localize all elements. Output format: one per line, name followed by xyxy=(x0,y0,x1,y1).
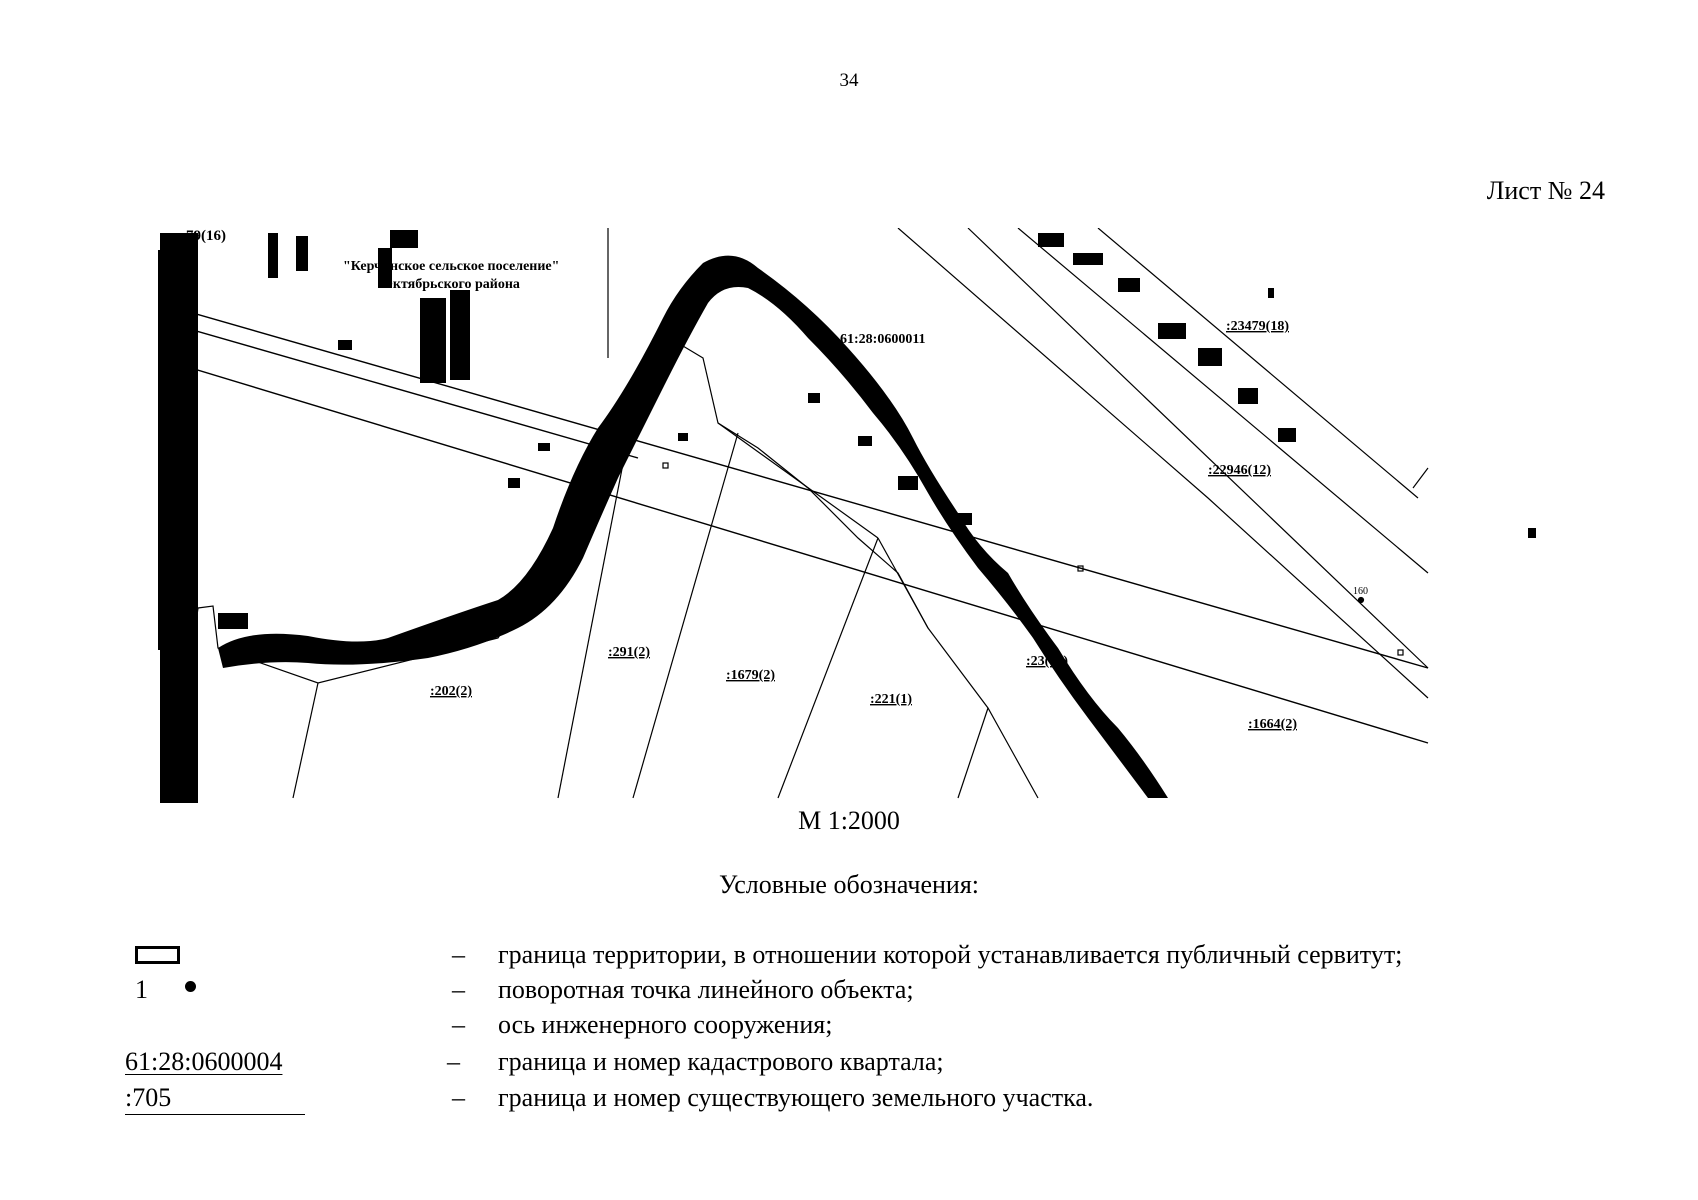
legend-dash: – xyxy=(452,940,465,969)
legend-text: ось инженерного сооружения; xyxy=(498,1010,833,1039)
vegetation-river-bank xyxy=(218,255,1168,799)
legend-dash: – xyxy=(452,1010,465,1039)
legend-text: поворотная точка линейного объекта; xyxy=(498,975,914,1004)
turning-point-160 xyxy=(1357,596,1365,604)
map-scale: М 1:2000 xyxy=(798,806,900,835)
parcel-label-23479-18: :23479(18) xyxy=(1226,319,1289,334)
axis-line-upper xyxy=(158,302,1429,669)
parcel-label-1679-2: :1679(2) xyxy=(726,668,775,683)
page-number: 34 xyxy=(839,70,859,91)
legend-item-land-parcel: :705 – граница и номер существующего зем… xyxy=(0,1083,1698,1117)
parcel-label-22946-12: :22946(12) xyxy=(1208,463,1271,478)
axis-line-lower xyxy=(158,357,1429,744)
legend-dash: – xyxy=(452,1083,465,1112)
parcel-label-1664-2: :1664(2) xyxy=(1248,717,1297,732)
legend-symbol-quarter: 61:28:0600004 xyxy=(125,1047,282,1081)
legend-dash: – xyxy=(452,975,465,1004)
turning-point-label: 160 xyxy=(1353,586,1368,597)
parcel-label-202-2: :202(2) xyxy=(430,684,472,699)
legend-text: граница и номер кадастрового квартала; xyxy=(498,1047,944,1076)
settlement-label-line2: Октябрьского района xyxy=(382,277,520,292)
parcel-label-79-16: 79(16) xyxy=(186,228,226,244)
settlement-label-line1: "Керчинское сельское поселение" xyxy=(343,259,559,274)
parcel-label-23-10: :23(10) xyxy=(1026,654,1068,669)
parcel-boundaries xyxy=(172,228,1429,799)
legend-text: граница и номер существующего земельного… xyxy=(498,1083,1094,1112)
legend-point-number: 1 xyxy=(135,975,148,1004)
turning-points xyxy=(662,462,1404,656)
dot-icon xyxy=(185,981,196,992)
parcel-label-221-1: :221(1) xyxy=(870,692,912,707)
legend-symbol-parcel: :705 xyxy=(125,1083,305,1117)
legend-item-cadastral-quarter: 61:28:0600004 – граница и номер кадастро… xyxy=(0,1047,1698,1081)
quarter-label: 61:28:0600011 xyxy=(840,332,926,347)
legend-dash: – xyxy=(447,1047,460,1076)
vegetation-mask xyxy=(158,230,1536,803)
parcel-boundary-line xyxy=(897,228,1429,699)
legend-title: Условные обозначения: xyxy=(718,870,980,899)
legend-item-engineering-axis: – ось инженерного сооружения; xyxy=(0,1010,1698,1044)
legend-item-servitude-boundary: – граница территории, в отношении которо… xyxy=(0,940,1698,974)
legend-quarter-number: 61:28:0600004 xyxy=(125,1047,283,1076)
legend-item-turning-point: 1 – поворотная точка линейного объекта; xyxy=(0,975,1698,1009)
engineering-axis xyxy=(158,302,1429,744)
cadastral-map[interactable]: 79(16) "Керчинское сельское поселение" О… xyxy=(158,228,1553,806)
legend-text: граница территории, в отношении которой … xyxy=(498,940,1403,969)
sheet-label: Лист № 24 xyxy=(1486,176,1605,205)
legend-parcel-number: :705 xyxy=(125,1083,172,1112)
parcel-label-291-2: :291(2) xyxy=(608,645,650,660)
